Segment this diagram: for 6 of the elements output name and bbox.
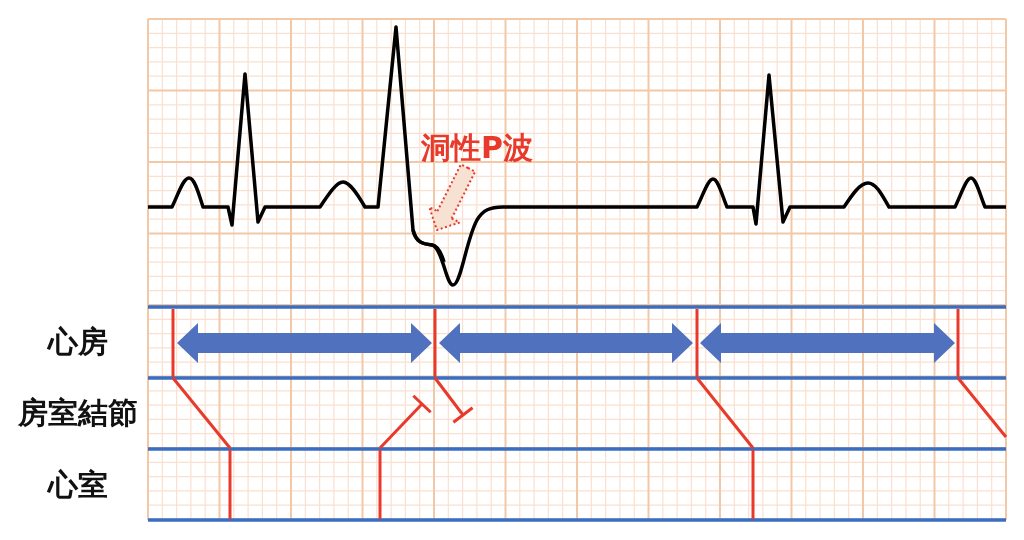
pointer-arrow	[428, 163, 477, 231]
wave-label: 洞性P波	[421, 128, 533, 168]
row-label: 心室	[48, 466, 108, 504]
trace-notch	[411, 229, 446, 263]
row-label: 房室結節	[18, 394, 138, 432]
row-label: 心房	[48, 323, 108, 361]
